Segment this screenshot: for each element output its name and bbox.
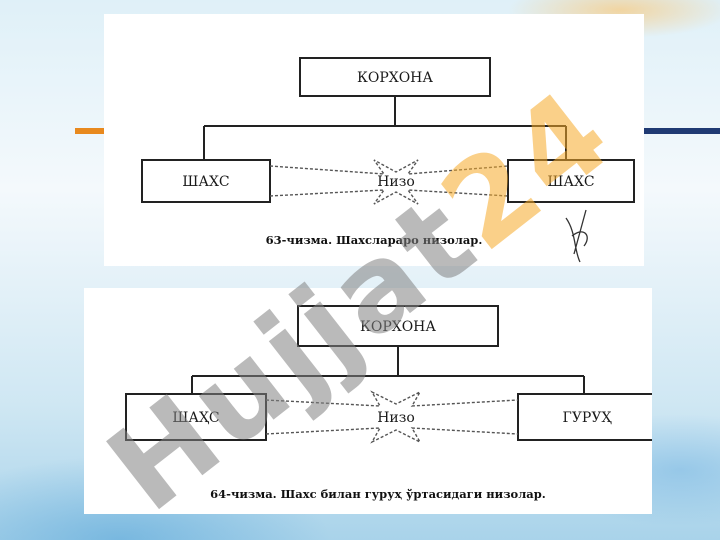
diagram-2-top-box [297, 305, 499, 347]
navy-accent-bar [640, 128, 720, 134]
diagram-2-right-box [517, 393, 657, 441]
diagram-1-left-box-label: ШАХС [182, 174, 229, 190]
diagram-1-right-box-label: ШАХС [547, 174, 594, 190]
diagram-2-caption: 64-чизма. Шахс билан гуруҳ ўртасидаги ни… [210, 487, 546, 501]
diagram-2-conflict-label: Низо [377, 410, 415, 426]
handwritten-mark [565, 209, 588, 263]
diagram-2-panel: КОРХОНА ШАҲС ГУРУҲ Низо 64-чизма. Шахс б… [84, 288, 657, 514]
diagram-2-conflict-bottom-zigzag [265, 427, 519, 444]
diagram-1-panel: КОРХОНА ШАХС ШАХС Низо 63-чизма. Шахслар… [104, 14, 644, 266]
diagram-2-top-box-label: КОРХОНА [360, 319, 436, 335]
diagram-1-conflict-bottom-zigzag [269, 189, 509, 205]
diagram-2-svg: КОРХОНА ШАҲС ГУРУҲ Низо 64-чизма. Шахс б… [125, 305, 657, 501]
diagram-2-left-box-label: ШАҲС [172, 410, 219, 426]
diagram-2-right-box-label: ГУРУҲ [563, 410, 613, 426]
diagram-1-top-box-label: КОРХОНА [357, 70, 433, 86]
diagram-2-left-box [125, 393, 267, 441]
orange-accent-bar [75, 128, 105, 134]
diagram-1-conflict-label: Низо [377, 174, 415, 190]
diagram-1-svg: КОРХОНА ШАХС ШАХС Низо 63-чизма. Шахслар… [141, 57, 635, 263]
diagram-1-top-box [299, 57, 491, 97]
diagram-1-conflict-top-zigzag [269, 159, 509, 175]
diagram-2-conflict-top-zigzag [265, 390, 519, 407]
diagram-1-left-box [141, 159, 271, 203]
diagram-1-right-box [507, 159, 635, 203]
diagram-1-caption: 63-чизма. Шахслараро низолар. [266, 233, 483, 247]
